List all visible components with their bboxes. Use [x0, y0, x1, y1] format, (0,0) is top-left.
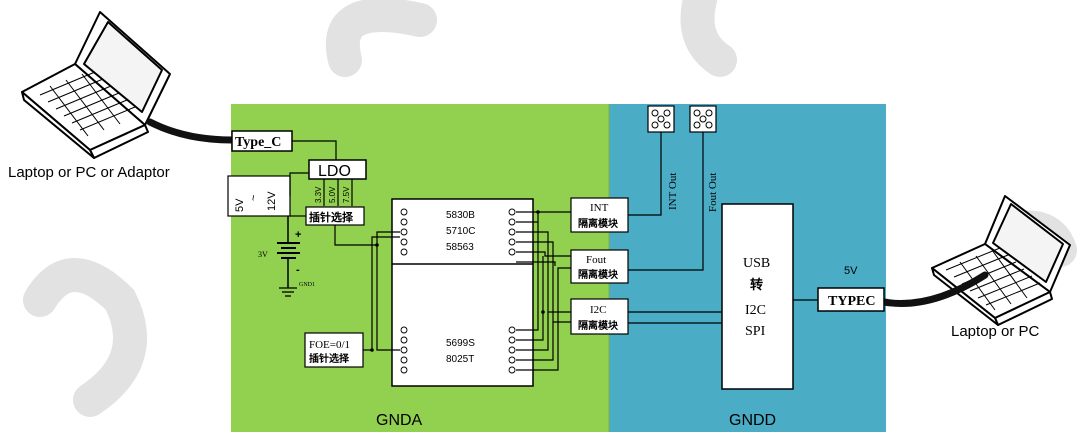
input-5v: 5V [234, 198, 246, 212]
typec-5v-label: 5V [844, 265, 858, 277]
input-voltage-box [227, 175, 291, 217]
int-out-label: INT Out [667, 173, 679, 210]
foe-select-label: 插针选择 [309, 352, 350, 365]
iso-fout-title: Fout [586, 254, 606, 266]
ldo-v50: 5.0V [328, 186, 337, 203]
typec-label: TYPEC [828, 294, 875, 309]
chip-top-3: 58563 [446, 242, 474, 253]
battery-icon [277, 216, 300, 288]
iso-int-title: INT [590, 202, 609, 214]
iso-int-sub: 隔离模块 [578, 217, 619, 230]
laptop-left-label: Laptop or PC or Adaptor [8, 164, 170, 181]
chip-top-1: 5830B [446, 210, 475, 221]
usb-line1: USB [743, 256, 770, 271]
chip-bottom-1: 5699S [446, 338, 475, 349]
laptop-right-icon [931, 195, 1071, 326]
chip-bottom-2: 8025T [446, 354, 474, 365]
laptop-left-icon [21, 11, 171, 159]
int-out-connector-icon [647, 105, 675, 133]
usb-line3: I2C [745, 303, 766, 318]
foe-label: FOE=0/1 [309, 339, 350, 351]
foe-box [304, 332, 364, 368]
battery-voltage: 3V [258, 250, 268, 259]
ldo-v75: 7.5V [342, 186, 351, 203]
iso-i2c-sub: 隔离模块 [578, 319, 619, 332]
iso-i2c-box [570, 298, 629, 335]
ground-icon [279, 287, 297, 297]
type-c-label: Type_C [235, 135, 281, 150]
battery-gnd: GND1 [299, 282, 315, 288]
input-12v: 12V [266, 191, 278, 211]
jumper-select-label: 插针选择 [309, 210, 354, 224]
usb-line2: 转 [750, 277, 763, 292]
cable-left [146, 118, 236, 144]
usb-line4: SPI [745, 324, 766, 339]
cable-right [880, 271, 989, 307]
iso-fout-sub: 隔离模块 [578, 268, 619, 281]
fout-out-connector-icon [689, 105, 717, 133]
gndd-label: GNDD [729, 412, 776, 429]
gnda-label: GNDA [376, 412, 423, 429]
iso-i2c-title: I2C [590, 304, 607, 316]
battery-minus: - [296, 264, 300, 276]
chip-pins [400, 208, 516, 374]
usb-converter-box [721, 203, 794, 390]
ldo-label: LDO [318, 163, 351, 180]
ldo-v33: 3.3V [314, 186, 323, 203]
iso-fout-box [570, 249, 629, 284]
input-tilde: ~ [248, 195, 260, 201]
chip-top-2: 5710C [446, 226, 475, 237]
fout-out-label: Fout Out [707, 173, 719, 212]
typec-box [817, 287, 885, 312]
laptop-right-label: Laptop or PC [951, 323, 1040, 340]
battery-plus: + [295, 229, 301, 241]
